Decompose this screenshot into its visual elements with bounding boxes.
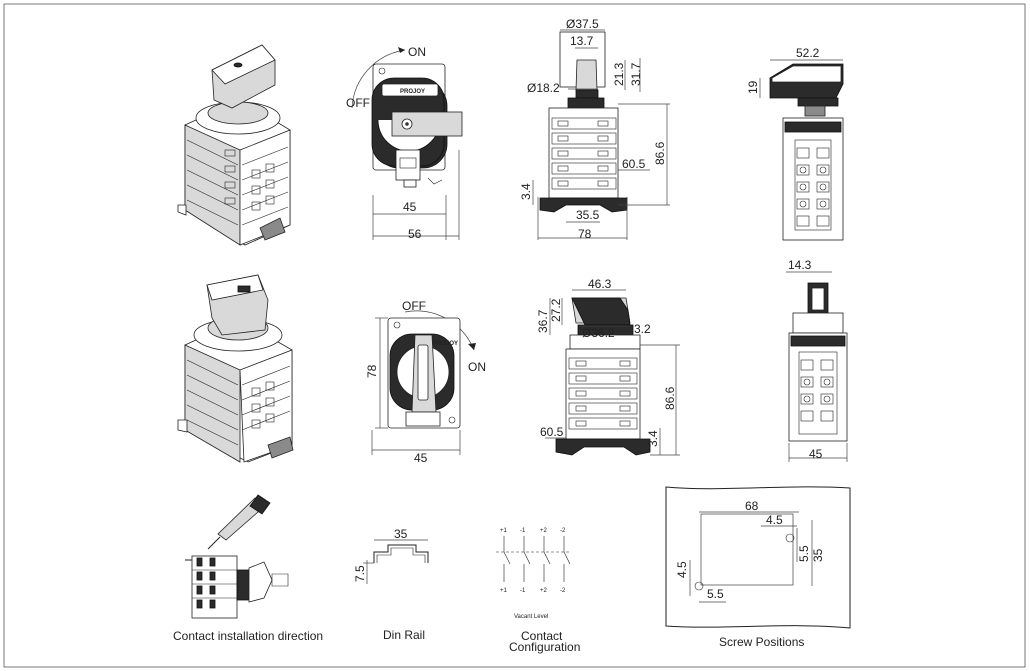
label-off-top: OFF [346,96,370,110]
dim-side-bottom-866: 86.6 [663,386,677,410]
dim-right-bottom-143: 14.3 [788,258,812,272]
contact-top-label-3: -2 [560,528,566,534]
caption-screw-positions: Screw Positions [719,635,804,649]
contact-installation-figure: Contact installation direction [173,494,323,643]
front-view-top: ON OFF PROJOY 45 56 [346,45,463,241]
dim-side-bottom-463: 46.3 [588,277,612,291]
dim-din-75: 7.5 [353,565,367,582]
dim-side-top-866: 86.6 [653,141,667,165]
dim-side-bottom-272: 27.2 [549,298,563,322]
dim-side-top-355: 35.5 [576,208,600,222]
dim-side-bottom-605: 60.5 [540,425,564,439]
dim-front-bottom-78: 78 [365,364,379,378]
dim-side-top-13: 13.7 [570,34,594,48]
label-off-bottom: OFF [402,299,426,313]
vacant-level-label: Vacant Level [514,614,548,620]
dim-side-top-317: 31.7 [629,62,643,86]
front-view-bottom: OFF ON PROJOY 78 45 [365,299,486,465]
dim-screw-45-top: 4.5 [766,513,783,527]
contact-top-label-0: +1 [500,528,508,534]
side-view-bottom: 46.3 36.7 27.2 Ø36.2 3.2 86.6 60.5 3.4 [536,277,680,456]
label-on-bottom: ON [468,360,486,374]
caption-contact-line2: Configuration [509,640,580,654]
caption-contact-installation: Contact installation direction [173,629,323,643]
dim-screw-68: 68 [745,499,759,513]
dim-side-top-78: 78 [578,227,592,241]
contact-top-label-1: -1 [520,528,526,534]
dim-front-56: 56 [408,227,422,241]
dim-side-top-shaft: Ø18.2 [527,81,560,95]
contact-bottom-label-3: -2 [560,588,566,594]
brand-label-bottom: PROJOY [433,341,458,347]
label-on-top: ON [408,45,426,59]
dim-right-top-19: 19 [746,80,760,94]
dim-side-bottom-32: 3.2 [634,322,651,336]
dim-screw-55-right: 5.5 [797,545,811,562]
dim-side-bottom-367: 36.7 [536,309,550,333]
rear-view-bottom: 14.3 45 [786,258,848,462]
dim-side-top-dia: Ø37.5 [566,17,599,31]
contact-bottom-label-0: +1 [500,588,508,594]
contact-top-label-2: +2 [540,528,548,534]
dim-front-45: 45 [403,200,417,214]
dim-right-bottom-45: 45 [809,447,823,461]
side-view-top: Ø37.5 13.7 Ø18.2 21.3 31.7 86.6 60.5 3.4… [519,17,670,241]
sheet-border [3,3,1026,668]
dim-side-top-605: 60.5 [622,157,646,171]
dim-din-35: 35 [394,527,408,541]
rear-view-top: 52.2 19 [746,46,844,241]
isometric-view-top [177,44,291,246]
din-rail-figure: 35 7.5 Din Rail [353,527,429,642]
screw-positions-figure: 68 4.5 5.5 35 4.5 5.5 Screw Positions [665,486,851,649]
caption-contact-line1: Contact [521,629,563,643]
dim-screw-45-left: 4.5 [675,561,689,578]
caption-din-rail: Din Rail [383,628,425,642]
dim-side-top-213: 21.3 [612,62,626,86]
contact-configuration-figure: +1 -1 +2 -2 +1 -1 +2 -2 Vacant Level Con… [496,528,580,654]
dim-side-bottom-34: 3.4 [646,430,660,447]
dim-screw-55-bottom: 5.5 [707,587,724,601]
contact-bottom-label-1: -1 [520,588,526,594]
dim-front-bottom-45: 45 [414,451,428,465]
isometric-view-bottom [177,274,294,463]
brand-label-top: PROJOY [400,89,425,95]
dim-side-bottom-dia: Ø36.2 [582,326,615,340]
dim-side-top-34: 3.4 [519,183,533,200]
dim-screw-35: 35 [811,548,825,562]
contact-bottom-label-2: +2 [540,588,548,594]
dim-right-top-522: 52.2 [796,46,820,60]
